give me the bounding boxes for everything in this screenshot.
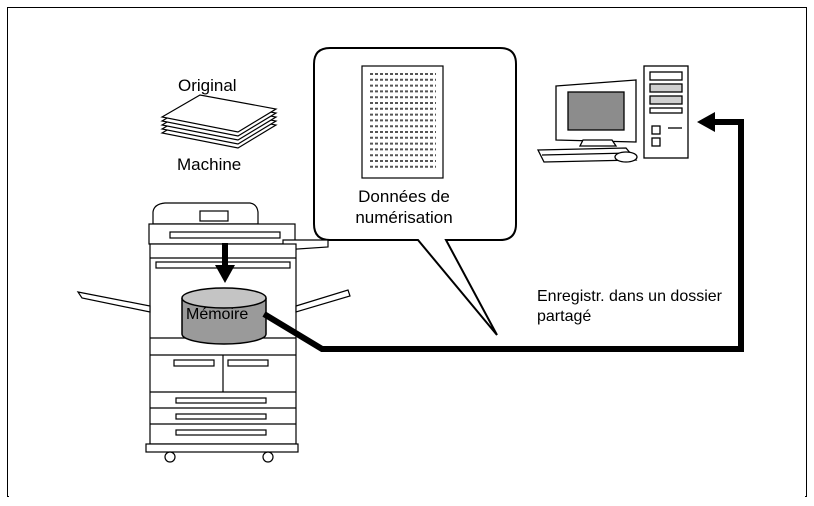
arrow-icon [215, 243, 235, 283]
scan-document-icon [361, 65, 444, 179]
save-shared-folder-label: Enregistr. dans un dossier partagé [537, 288, 722, 325]
document-stack-icon [160, 94, 278, 149]
memory-cylinder-icon [181, 287, 267, 345]
scan-data-label: Données de numérisation [355, 187, 453, 227]
frame-gap [9, 496, 805, 500]
connection-arrow [262, 112, 744, 352]
desktop-computer-icon [536, 65, 689, 163]
scan-data-bubble [313, 47, 517, 336]
machine-label: Machine [177, 155, 242, 174]
original-label: Original [178, 76, 237, 95]
memory-label: Mémoire [186, 306, 249, 323]
